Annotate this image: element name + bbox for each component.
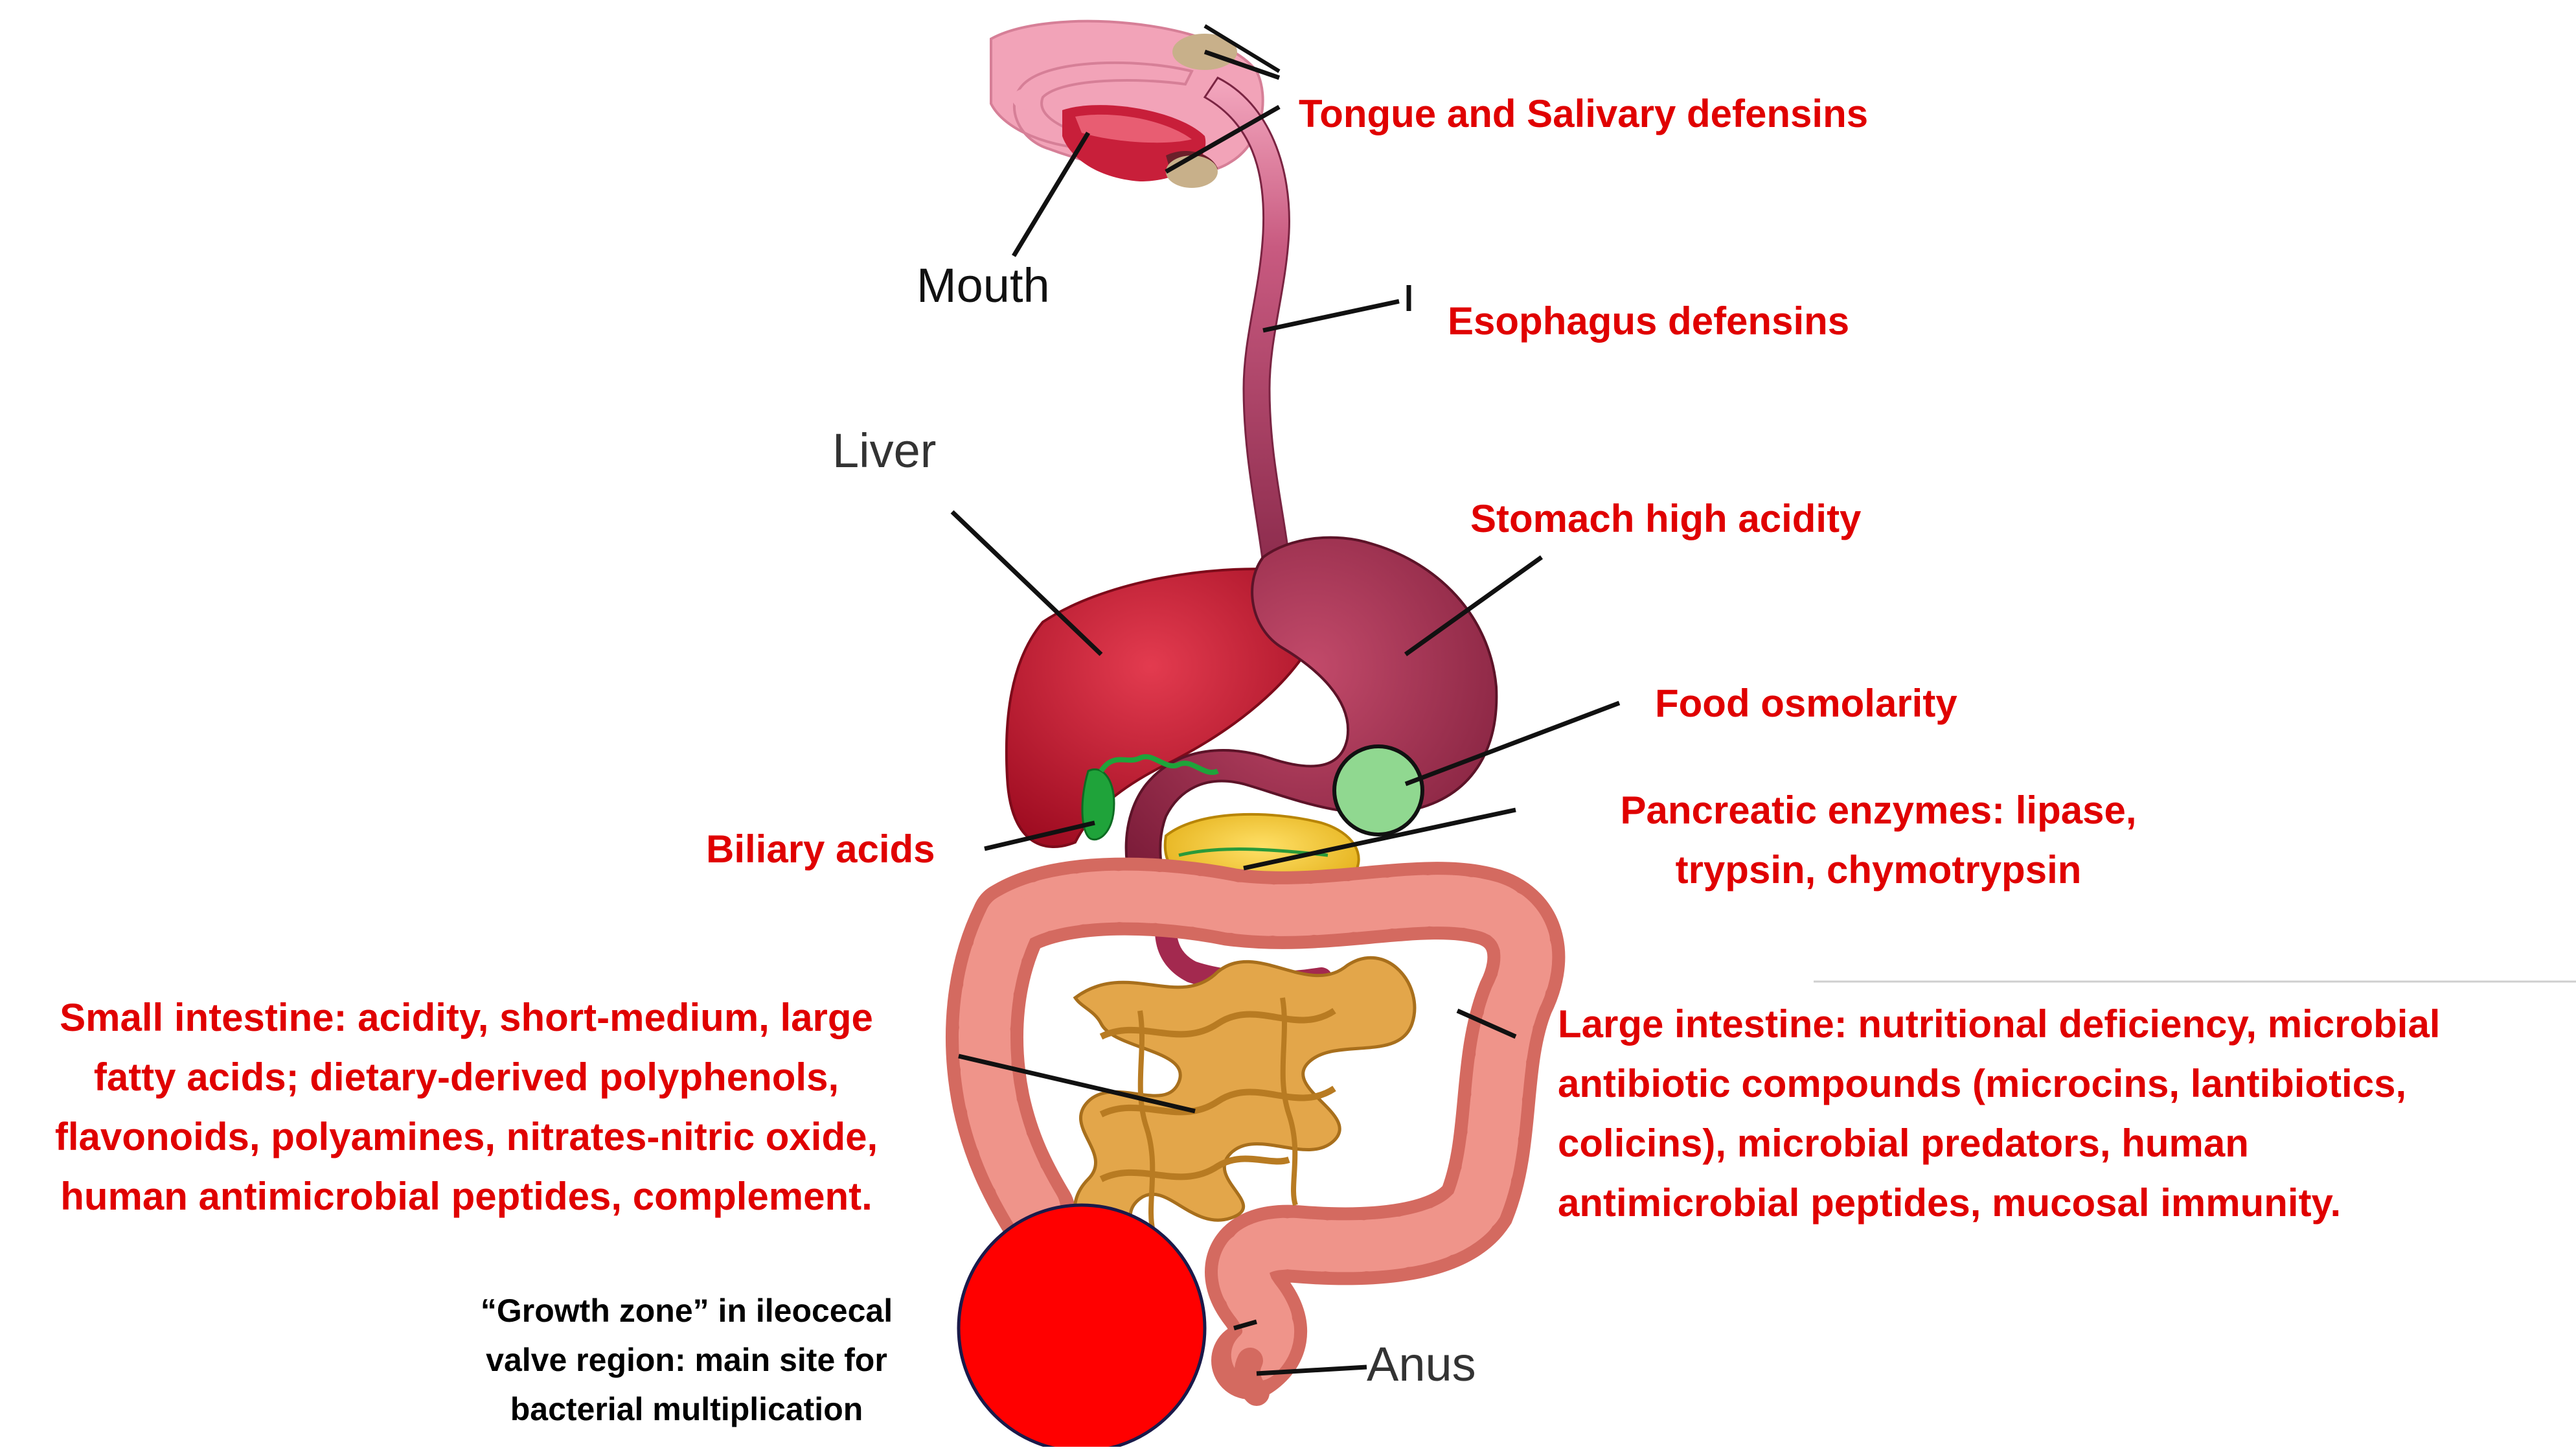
leader-lines — [950, 49, 1621, 1376]
label-large-intestine: Large intestine: nutritional deficiency,… — [1558, 995, 2440, 1233]
food-osmolarity-marker — [1332, 744, 1424, 836]
label-large-line-3: colicins), microbial predators, human — [1558, 1122, 2249, 1165]
label-pancreatic-line-1: Pancreatic enzymes: lipase, — [1620, 788, 2137, 832]
label-small-line-1: Small intestine: acidity, short-medium, … — [60, 996, 873, 1039]
label-growth-line-2: valve region: main site for — [486, 1342, 887, 1378]
label-mouth: Mouth — [917, 259, 1050, 312]
label-esophagus: Esophagus defensins — [1448, 299, 1850, 343]
large-intestine — [946, 857, 1566, 1406]
label-small-intestine: Small intestine: acidity, short-medium, … — [0, 988, 933, 1226]
label-pancreatic-line-2: trypsin, chymotrypsin — [1675, 848, 2082, 892]
label-growth-line-3: bacterial multiplication — [510, 1391, 863, 1427]
stomach — [1124, 536, 1498, 909]
label-large-line-4: antimicrobial peptides, mucosal immunity… — [1558, 1181, 2342, 1225]
label-small-line-3: flavonoids, polyamines, nitrates-nitric … — [54, 1115, 878, 1158]
label-growth-line-1: “Growth zone” in ileocecal — [480, 1293, 893, 1329]
label-biliary-acids: Biliary acids — [706, 827, 935, 871]
label-liver: Liver — [832, 424, 937, 478]
label-pancreatic: Pancreatic enzymes: lipase, trypsin, chy… — [1555, 781, 2202, 900]
label-food-osmolarity: Food osmolarity — [1655, 682, 1957, 725]
label-large-line-1: Large intestine: nutritional deficiency,… — [1558, 1002, 2441, 1046]
label-growth-zone: “Growth zone” in ileocecal valve region:… — [408, 1286, 965, 1434]
small-intestine — [1073, 956, 1417, 1246]
label-tongue-salivary: Tongue and Salivary defensins — [1299, 92, 1869, 135]
growth-zone-marker — [957, 1203, 1207, 1450]
label-large-line-2: antibiotic compounds (microcins, lantibi… — [1558, 1062, 2407, 1105]
mouth-structure — [990, 19, 1264, 188]
label-small-line-4: human antimicrobial peptides, complement… — [60, 1175, 872, 1218]
label-small-line-2: fatty acids; dietary-derived polyphenols… — [93, 1055, 839, 1099]
label-stomach: Stomach high acidity — [1470, 497, 1862, 540]
label-anus: Anus — [1367, 1337, 1476, 1391]
